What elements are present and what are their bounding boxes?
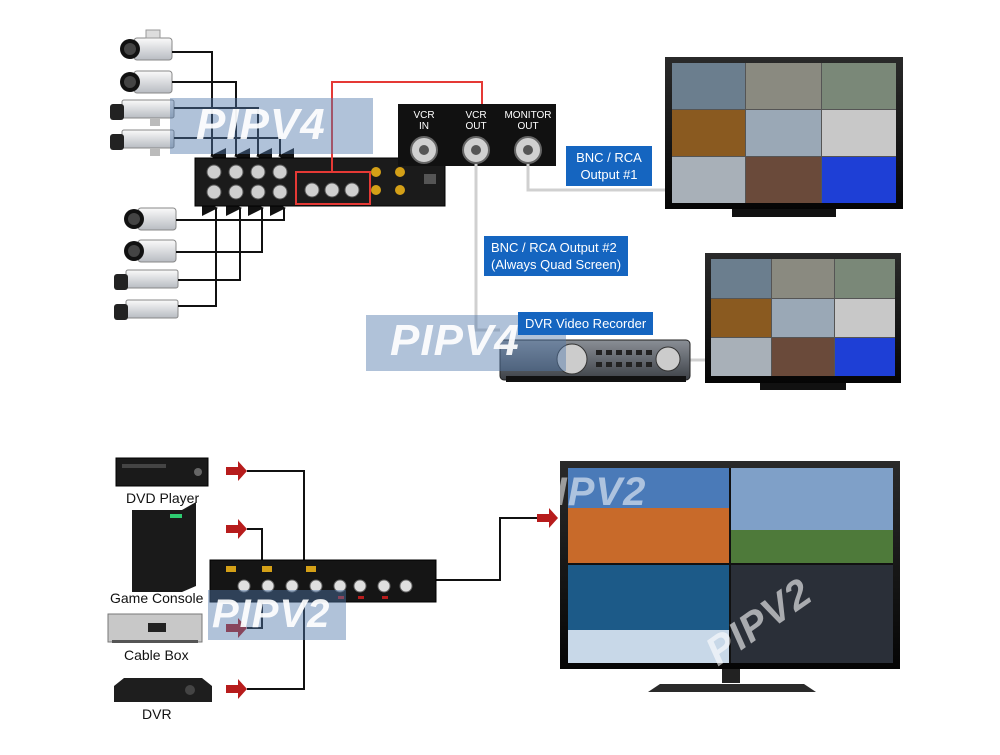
camera-icon <box>124 207 177 231</box>
source-label-dvr: DVR <box>142 706 172 722</box>
camera-icon <box>124 239 177 263</box>
output2-label: BNC / RCA Output #2 (Always Quad Screen) <box>484 236 629 276</box>
red-link <box>331 81 483 172</box>
watermark-mid: PIPV4 <box>390 316 520 365</box>
monitor-1 <box>665 57 903 217</box>
source-label-game: Game Console <box>110 590 204 606</box>
output1-line2: Output #1 <box>580 167 638 182</box>
cable-box-icon <box>107 613 203 643</box>
output2-line2: (Always Quad Screen) <box>491 257 622 272</box>
dvr-icon <box>114 678 212 702</box>
camera-icon <box>114 299 179 320</box>
dvd-player-icon <box>115 457 209 487</box>
watermark-bottom-left: PIPV2 <box>212 592 331 636</box>
port-label-vcr-in: VCR IN <box>413 110 435 132</box>
camera-icon <box>120 70 173 94</box>
output-cables <box>474 164 706 362</box>
source-label-cable: Cable Box <box>124 647 189 663</box>
watermark-top: PIPV4 <box>196 100 326 149</box>
watermark-box <box>170 98 373 154</box>
port-panel <box>398 104 556 166</box>
camera-icon <box>114 269 179 290</box>
dvr-recorder <box>499 339 691 382</box>
port-label-vcr-out: VCR OUT <box>465 110 487 132</box>
camera-cables <box>172 51 294 307</box>
source-cables <box>247 470 537 690</box>
recorder-label: DVR Video Recorder <box>518 312 654 335</box>
output1-line1: BNC / RCA <box>576 150 642 165</box>
camera-icon <box>120 29 173 61</box>
camera-icon <box>110 99 175 126</box>
large-tv <box>560 461 900 692</box>
arrow-icon <box>226 461 558 699</box>
output1-label: BNC / RCA Output #1 <box>566 146 652 186</box>
watermark-box <box>208 590 346 640</box>
source-label-dvd: DVD Player <box>126 490 200 506</box>
switcher-unit <box>209 559 437 603</box>
port-label-monitor-out: MONITOR OUT <box>504 110 552 132</box>
output2-line1: BNC / RCA Output #2 <box>491 240 617 255</box>
monitor-2 <box>705 253 901 390</box>
watermark-tv: PIPV2 <box>528 470 647 514</box>
game-console-icon <box>132 502 196 592</box>
camera-icon <box>110 129 175 156</box>
